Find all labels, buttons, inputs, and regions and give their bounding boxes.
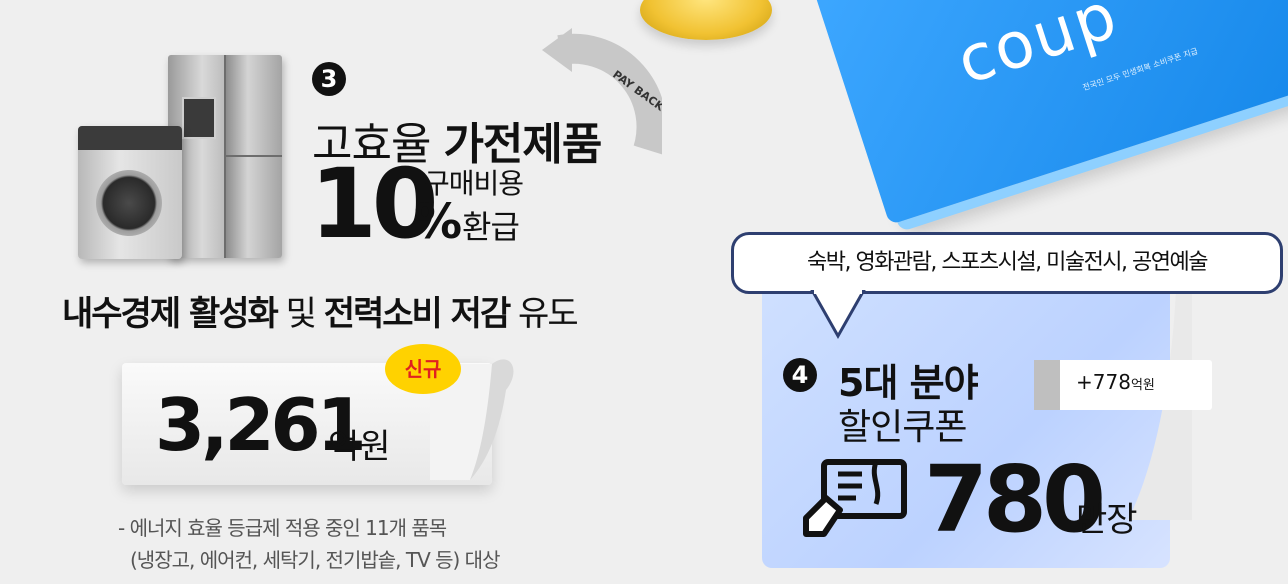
item4-delta-shade: [1034, 360, 1060, 410]
item3-cost-label: 구매비용: [424, 167, 524, 200]
item4-delta-value: +778: [1076, 370, 1131, 394]
item3-title-bold: 가전제품: [443, 119, 602, 170]
fridge-door-split: [224, 55, 226, 258]
item4-title: 5대 분야: [838, 361, 979, 405]
item3-number-badge: 3: [312, 62, 346, 96]
washer-icon: [78, 126, 182, 259]
note-line-1: - 에너지 효율 등급제 적용 중인 11개 품목: [118, 516, 447, 540]
item4-fields-bubble: 숙박, 영화관람, 스포츠시설, 미술전시, 공연예술: [731, 232, 1283, 294]
item3-big-number: 10: [310, 148, 439, 260]
washer-door: [96, 170, 162, 236]
new-badge: 신규: [385, 344, 461, 394]
fridge-drawer-split: [226, 155, 282, 157]
item3-title: 고효율 가전제품: [312, 108, 602, 172]
card-fold: [1128, 290, 1192, 520]
amount-value: 3,261: [155, 383, 367, 467]
item4-number-badge: 4: [783, 358, 817, 392]
item4-delta-unit: 억원: [1130, 378, 1155, 393]
item4-delta: +778억원: [1076, 370, 1155, 394]
paper-curl: [430, 359, 514, 480]
slogan-part2: 및: [276, 294, 324, 334]
coupon-hand-icon: [803, 459, 907, 537]
item3-refund-label: 환급: [462, 208, 520, 246]
amount-unit: 억원: [328, 427, 391, 467]
item4-big-number: 780: [924, 446, 1106, 553]
slogan-part3: 전력소비 저감: [323, 294, 512, 334]
item4-delta-box: [1034, 360, 1212, 410]
refrigerator-icon: [168, 55, 282, 258]
slogan: 내수경제 활성화 및 전력소비 저감 유도: [62, 286, 579, 335]
bubble-tail: [810, 290, 866, 340]
washer-panel: [78, 126, 182, 150]
note-line-2: (냉장고, 에어컨, 세탁기, 전기밥솥, TV 등) 대상: [130, 548, 500, 572]
item4-subtitle: 할인쿠폰: [838, 407, 967, 448]
item3-percent: %: [414, 194, 463, 250]
slogan-part1: 내수경제 활성화: [62, 294, 279, 334]
item4-big-unit: 만장: [1076, 500, 1138, 540]
fridge-dispenser: [182, 97, 216, 139]
slogan-part4: 유도: [509, 294, 579, 334]
item3-title-prefix: 고효율: [312, 119, 444, 170]
item4-number: 4: [783, 358, 817, 392]
item3-number: 3: [312, 62, 346, 96]
pay-back-arrow-icon: PAY BACK: [542, 28, 662, 155]
